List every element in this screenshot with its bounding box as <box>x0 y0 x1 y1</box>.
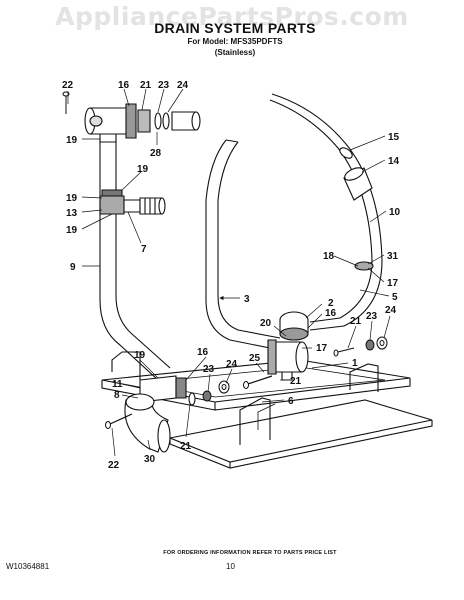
callout-17-right: 17 <box>387 278 399 289</box>
callout-30: 30 <box>144 454 156 465</box>
callout-19-a: 19 <box>66 135 78 146</box>
callout-3: 3 <box>244 294 250 305</box>
callout-21-top: 21 <box>140 80 152 91</box>
model-line: For Model: MFS35PDFTS <box>187 37 283 46</box>
callout-23-lower: 23 <box>203 364 215 375</box>
callout-24-lower: 24 <box>226 359 238 370</box>
lower-hardware <box>105 380 230 429</box>
screw-top <box>62 91 70 114</box>
callout-10: 10 <box>389 207 401 218</box>
callout-19-d: 19 <box>66 225 78 236</box>
callout-13: 13 <box>66 208 78 219</box>
callout-22-lower: 22 <box>108 460 120 471</box>
callout-14: 14 <box>388 156 400 167</box>
model-info: For Model: MFS35PDFTS (Stainless) <box>130 36 340 58</box>
callout-1: 1 <box>352 358 358 369</box>
callout-24-right: 24 <box>385 305 397 316</box>
watermark: AppliancePartsPros.com <box>55 2 409 31</box>
callout-21-lower: 21 <box>180 441 192 452</box>
callout-21-right: 21 <box>350 316 362 327</box>
callout-19-lower: 19 <box>134 350 146 361</box>
callout-2: 2 <box>328 298 334 309</box>
callout-25: 25 <box>249 353 261 364</box>
callout-24-top: 24 <box>177 80 189 91</box>
callout-16-lower: 16 <box>197 347 209 358</box>
right-hose-fittings <box>339 147 374 271</box>
callout-16-top: 16 <box>118 80 130 91</box>
callout-19-b: 19 <box>137 164 149 175</box>
middle-t-fitting <box>99 189 166 215</box>
callout-labels: 22 16 21 23 24 19 28 19 19 13 19 7 9 15 … <box>62 80 401 471</box>
leader-lines <box>67 88 391 457</box>
callout-23-right: 23 <box>366 311 378 322</box>
document-number: W10364881 <box>6 562 50 571</box>
callout-17-pump: 17 <box>316 343 328 354</box>
ordering-note: FOR ORDERING INFORMATION REFER TO PARTS … <box>163 550 337 556</box>
lower-elbow-assembly <box>124 375 196 453</box>
callout-18: 18 <box>323 251 335 262</box>
callout-5: 5 <box>392 292 398 303</box>
callout-16-pump: 16 <box>325 308 337 319</box>
hose-vertical <box>99 138 171 381</box>
callout-23-top: 23 <box>158 80 170 91</box>
callout-9: 9 <box>70 262 76 273</box>
model-variant: (Stainless) <box>214 48 256 57</box>
page-number: 10 <box>226 562 235 571</box>
callout-8: 8 <box>114 390 120 401</box>
callout-6: 6 <box>288 396 294 407</box>
callout-31: 31 <box>387 251 399 262</box>
callout-21-mid: 21 <box>290 376 302 387</box>
callout-11: 11 <box>112 379 123 390</box>
hose-center <box>205 139 281 351</box>
pump-assembly <box>267 311 309 381</box>
right-washers <box>333 336 388 357</box>
callout-20: 20 <box>260 318 272 329</box>
hose-right <box>269 93 383 331</box>
callout-22-top: 22 <box>62 80 74 91</box>
top-fitting-assembly <box>84 103 201 143</box>
callout-7: 7 <box>141 244 147 255</box>
page-title: DRAIN SYSTEM PARTS <box>154 20 316 36</box>
callout-28: 28 <box>150 148 162 159</box>
callout-19-c: 19 <box>66 193 78 204</box>
screw-25 <box>243 375 273 389</box>
callout-15: 15 <box>388 132 400 143</box>
